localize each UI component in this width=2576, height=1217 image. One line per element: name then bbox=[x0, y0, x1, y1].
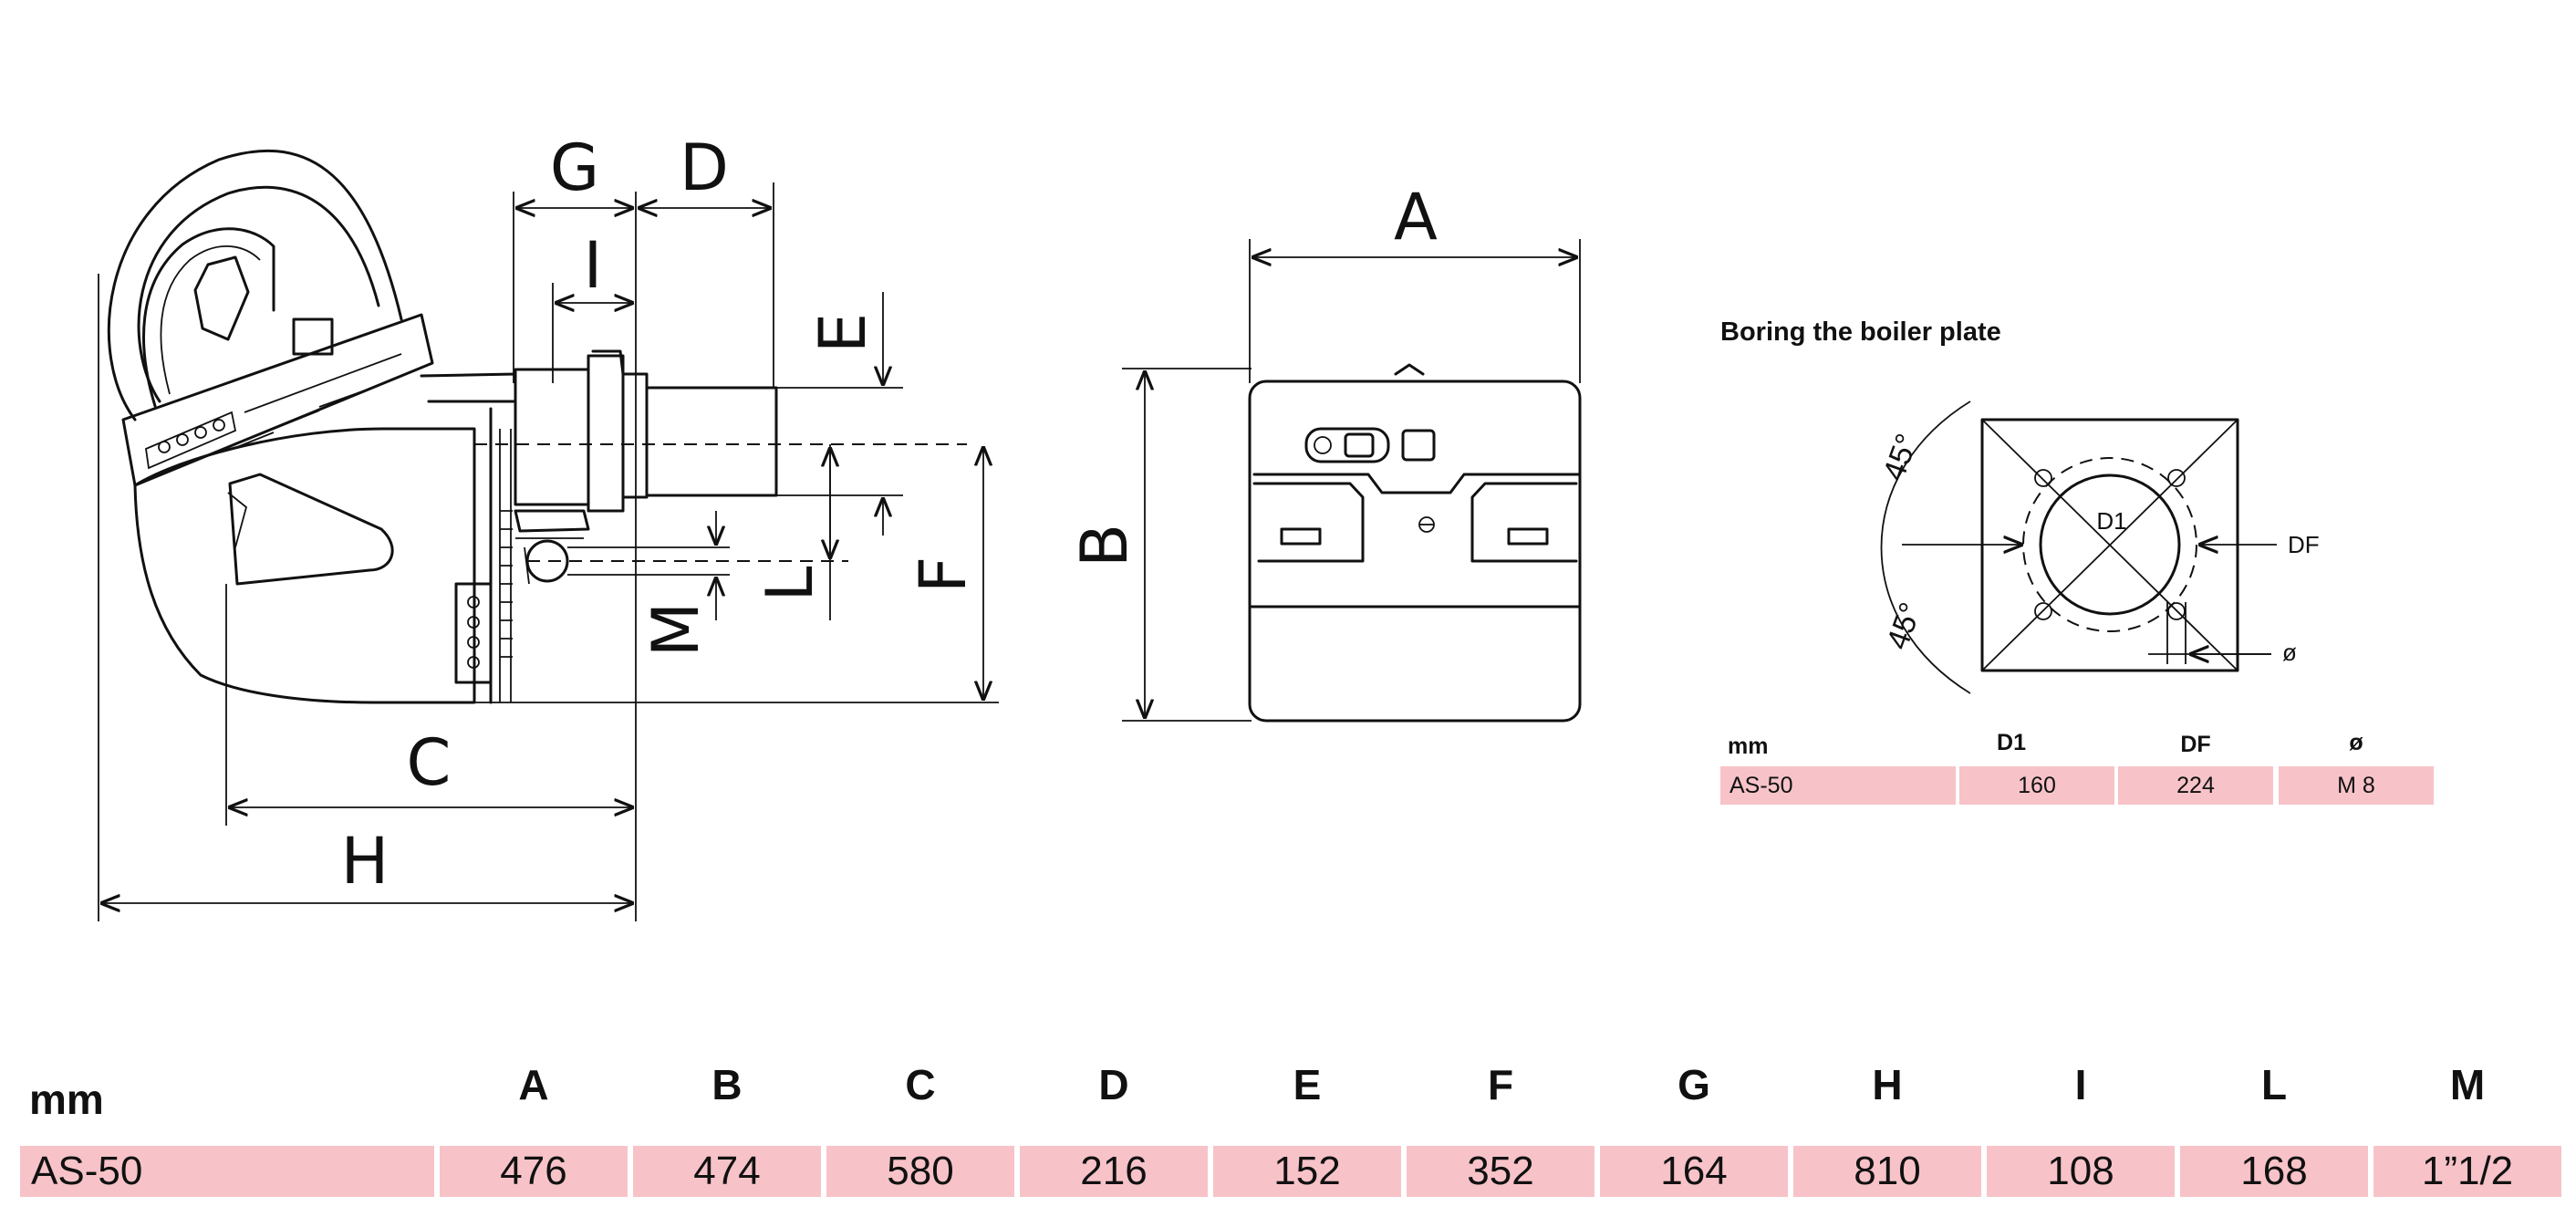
cover-rim bbox=[160, 245, 261, 395]
bolt-circle bbox=[2022, 457, 2197, 632]
dimensions-table-cell: 580 bbox=[826, 1146, 1014, 1197]
right-grille-slot bbox=[1507, 527, 1549, 546]
dimensions-table-header: M bbox=[2449, 1061, 2486, 1108]
dimensions-table-header: B bbox=[712, 1061, 743, 1108]
dim-label-h: H bbox=[341, 824, 390, 899]
plate-label-angle-bottom: 45° bbox=[1880, 598, 1928, 654]
dimensions-table-cell: 152 bbox=[1213, 1146, 1401, 1197]
bore-circle bbox=[2039, 473, 2181, 616]
dimensions-table-header: I bbox=[2074, 1061, 2087, 1108]
dimensions-table-header: F bbox=[1487, 1061, 1514, 1108]
dimensions-table-cell: 168 bbox=[2180, 1146, 2368, 1197]
air-intake bbox=[228, 473, 394, 586]
dim-label-b: B bbox=[1067, 524, 1142, 567]
reset-button-housing bbox=[1401, 429, 1436, 462]
plate-title: Boring the boiler plate bbox=[1720, 317, 2001, 347]
side-view: G D I E F L M C H bbox=[98, 130, 999, 921]
front-view: A B bbox=[1067, 180, 1582, 723]
dimensions-table-cell: 474 bbox=[633, 1146, 821, 1197]
plate-table-cell: 160 bbox=[1959, 766, 2114, 805]
fan-housing-inner bbox=[137, 185, 380, 403]
plate-table-cell: M 8 bbox=[2279, 766, 2434, 805]
fan-housing bbox=[107, 149, 403, 421]
boiler-plate-drawing: D1 DF ø 45° 45° bbox=[1876, 400, 2320, 694]
dimensions-table-cell: 476 bbox=[440, 1146, 628, 1197]
plate-table-header: DF bbox=[2180, 732, 2211, 757]
dimensions-table-cell: 164 bbox=[1600, 1146, 1788, 1197]
bolt-hole bbox=[2034, 602, 2052, 620]
blast-tube bbox=[645, 386, 778, 497]
angle-arc bbox=[1880, 400, 1971, 694]
plate-table-unit: mm bbox=[1728, 733, 1769, 759]
dim-label-a: A bbox=[1394, 180, 1438, 255]
dim-label-g: G bbox=[550, 130, 599, 205]
dimensions-table-header: D bbox=[1098, 1061, 1129, 1108]
dim-label-f: F bbox=[906, 556, 981, 593]
flange bbox=[514, 368, 590, 506]
dimensions-table-header: H bbox=[1872, 1061, 1903, 1108]
burner-body bbox=[133, 427, 476, 704]
flange-plate bbox=[587, 354, 625, 513]
dimensions-table-cell: 352 bbox=[1407, 1146, 1594, 1197]
bolt-hole bbox=[2034, 469, 2052, 487]
plate-label-dia: ø bbox=[2282, 639, 2297, 666]
plate-table-cell: 224 bbox=[2118, 766, 2273, 805]
dim-label-i: I bbox=[584, 228, 603, 303]
dimensions-table-header: C bbox=[905, 1061, 936, 1108]
sight-glass bbox=[193, 255, 250, 341]
plate-label-df: DF bbox=[2288, 531, 2320, 558]
dimensions-table-cell: 108 bbox=[1987, 1146, 2175, 1197]
terminal-strip bbox=[145, 411, 237, 470]
switch-pill bbox=[1304, 427, 1390, 463]
dim-label-l: L bbox=[753, 567, 827, 602]
dim-label-c: C bbox=[407, 725, 452, 800]
dim-label-m: M bbox=[639, 602, 713, 657]
plate-label-angle-top: 45° bbox=[1876, 430, 1925, 485]
plate-table-header: ø bbox=[2349, 730, 2363, 755]
dimensions-table-model: AS-50 bbox=[20, 1146, 434, 1197]
left-grille-slot bbox=[1280, 527, 1322, 546]
dim-label-d: D bbox=[680, 130, 729, 205]
dimensions-table-cell: 1”1/2 bbox=[2373, 1146, 2561, 1197]
dimensions-table-header: L bbox=[2260, 1061, 2288, 1108]
dimensions-table-unit: mm bbox=[29, 1076, 104, 1123]
dimensions-table-cell: 810 bbox=[1793, 1146, 1981, 1197]
fan-cover bbox=[142, 227, 275, 408]
bolt-hole bbox=[2167, 602, 2186, 620]
dim-label-e: E bbox=[805, 313, 880, 353]
dimensions-table-header: G bbox=[1678, 1061, 1710, 1108]
control-box bbox=[121, 313, 434, 487]
bolt-hole bbox=[2167, 469, 2186, 487]
burner-front-body bbox=[1248, 380, 1582, 723]
dimensions-table-header: A bbox=[518, 1061, 549, 1108]
dimensions-table-header: E bbox=[1293, 1061, 1322, 1108]
plate-table-model: AS-50 bbox=[1720, 766, 1956, 805]
plate-label-d1: D1 bbox=[2096, 507, 2126, 535]
plate-table-header: D1 bbox=[1997, 730, 2026, 755]
dimensions-table-cell: 216 bbox=[1020, 1146, 1208, 1197]
